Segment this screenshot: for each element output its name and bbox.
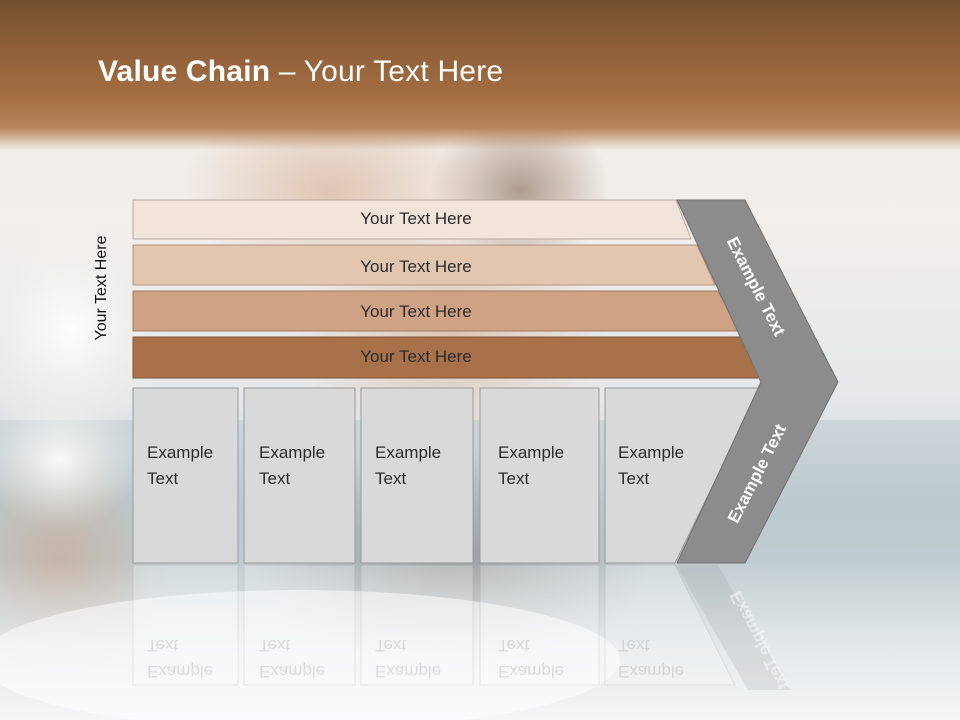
bar-1-label: Your Text Here bbox=[360, 209, 472, 228]
bar-4-label: Your Text Here bbox=[360, 347, 472, 366]
cell-3-label-reflection: Example Text bbox=[375, 636, 442, 681]
cell-2-label: Example Text bbox=[259, 443, 326, 488]
cell-3 bbox=[360, 387, 474, 564]
bar-2 bbox=[132, 244, 716, 286]
cell-4-label-reflection: Example Text bbox=[498, 636, 565, 681]
bar-2-label: Your Text Here bbox=[360, 257, 472, 276]
chevron-arrow bbox=[676, 199, 839, 564]
cell-5-label: Example Text bbox=[618, 443, 685, 488]
bar-1 bbox=[132, 199, 692, 240]
cell-5 bbox=[604, 387, 762, 564]
cells-reflection bbox=[132, 564, 790, 690]
title-bold: Value Chain bbox=[98, 55, 271, 88]
cell-5-label-reflection: Example Text bbox=[618, 636, 685, 681]
cell-4-label: Example Text bbox=[498, 443, 565, 488]
background-fade bbox=[0, 560, 960, 720]
bar-3-label: Your Text Here bbox=[360, 302, 472, 321]
cell-1-label-reflection: Example Text bbox=[147, 636, 214, 681]
cell-3-label: Example Text bbox=[375, 443, 442, 488]
title-rest: – Your Text Here bbox=[270, 55, 504, 88]
cell-1-label: Example Text bbox=[147, 443, 214, 488]
slide-title: Value Chain – Your Text Here bbox=[98, 55, 503, 89]
header-band bbox=[0, 0, 960, 150]
cell-2-label-reflection: Example Text bbox=[259, 636, 326, 681]
cell-2 bbox=[243, 387, 356, 564]
cell-4 bbox=[479, 387, 600, 564]
cell-1 bbox=[132, 387, 239, 564]
